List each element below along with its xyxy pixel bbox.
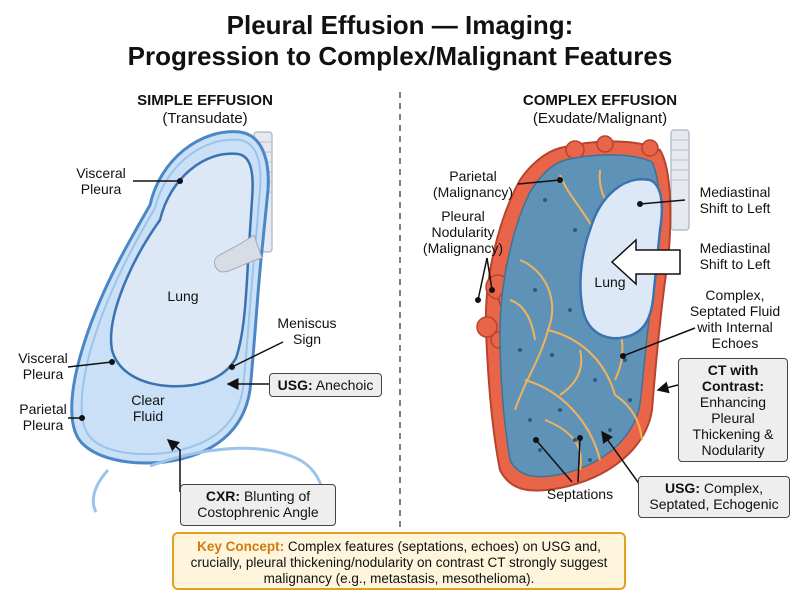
label-lung-left: Lung — [167, 288, 199, 304]
label-parietal-malignancy: Parietal (Malignancy) — [428, 168, 518, 200]
right-leader-lines — [475, 177, 696, 486]
label-line: (Malignancy) — [422, 240, 504, 256]
label-line: Mediastinal — [699, 184, 771, 200]
label-line: (Malignancy) — [432, 184, 514, 200]
label-line: Shift to Left — [699, 256, 771, 272]
label-line: Pleura — [22, 417, 64, 433]
label-complex-septated-fluid: Complex, Septated Fluid with Internal Ec… — [675, 287, 795, 351]
usg-anechoic-box: USG: Anechoic — [269, 373, 382, 397]
left-subheading: (Transudate) — [162, 110, 248, 127]
box-bold: CT with — [707, 362, 759, 378]
right-subheading: (Exudate/Malignant) — [532, 110, 668, 127]
label-line: Fluid — [132, 408, 164, 424]
box-text: Blunting of — [240, 488, 311, 504]
simple-effusion-illustration — [70, 130, 328, 513]
label-lung-right: Lung — [594, 274, 626, 290]
label-meniscus-sign: Meniscus Sign — [272, 315, 342, 347]
mediastinal-shift-arrow — [610, 238, 681, 286]
cxr-blunting-box: CXR: Blunting of Costophrenic Angle — [180, 484, 336, 526]
label-line: Visceral — [76, 165, 126, 181]
label-line: Parietal — [449, 168, 497, 184]
label-line: Mediastinal — [699, 240, 771, 256]
left-panel-heading: SIMPLE EFFUSION (Transudate) — [55, 92, 355, 128]
label-line: with Internal — [697, 319, 773, 335]
right-heading: COMPLEX EFFUSION — [522, 92, 678, 109]
usg-complex-box: USG: Complex, Septated, Echogenic — [638, 476, 790, 518]
label-visceral-pleura-top: Visceral Pleura — [66, 165, 136, 197]
box-line: Pleural — [711, 410, 755, 426]
label-line: Pleura — [22, 366, 64, 382]
label-clear-fluid: Clear Fluid — [118, 392, 178, 424]
box-line: Enhancing — [699, 394, 767, 410]
complex-effusion-illustration — [476, 129, 690, 492]
label-line: Echoes — [711, 335, 759, 351]
label-septations: Septations — [546, 486, 614, 502]
box-text: Anechoic — [312, 377, 374, 393]
ct-contrast-box: CT with Contrast: Enhancing Pleural Thic… — [678, 358, 788, 462]
box-bold: USG: — [664, 480, 700, 496]
label-line: Meniscus — [277, 315, 337, 331]
label-visceral-pleura-side: Visceral Pleura — [8, 350, 78, 382]
box-bold: USG: — [277, 377, 313, 393]
label-line: Pleura — [80, 181, 122, 197]
label-line: Shift to Left — [699, 200, 771, 216]
box-bold: Contrast: — [701, 378, 765, 394]
box-line: Thickening & — [692, 426, 774, 442]
left-heading: SIMPLE EFFUSION — [137, 92, 273, 109]
label-line: Nodularity — [431, 224, 495, 240]
label-line: Complex, — [705, 287, 765, 303]
label-line: Parietal — [19, 401, 67, 417]
key-concept-label: Key Concept: — [197, 539, 285, 554]
key-concept-text: Complex features (septations, echoes) on… — [190, 539, 608, 586]
box-line: Nodularity — [701, 442, 765, 458]
label-pleural-nodularity: Pleural Nodularity (Malignancy) — [418, 208, 508, 256]
right-panel-heading: COMPLEX EFFUSION (Exudate/Malignant) — [450, 92, 750, 128]
label-line: Sign — [292, 331, 322, 347]
key-concept-box: Key Concept: Complex features (septation… — [172, 532, 626, 590]
title-line-2: Progression to Complex/Malignant Feature… — [127, 41, 673, 71]
left-leader-lines — [67, 178, 284, 492]
label-mediastinal-shift-1: Mediastinal Shift to Left — [685, 184, 785, 216]
label-line: Septated Fluid — [689, 303, 781, 319]
box-line-2: Costophrenic Angle — [197, 504, 319, 520]
box-bold: CXR: — [205, 488, 241, 504]
label-line: Visceral — [18, 350, 68, 366]
box-text: Complex, — [699, 480, 764, 496]
label-line: Pleural — [441, 208, 485, 224]
box-line-2: Septated, Echogenic — [649, 496, 779, 512]
label-parietal-pleura-left: Parietal Pleura — [8, 401, 78, 433]
label-mediastinal-shift-2: Mediastinal Shift to Left — [685, 240, 785, 272]
label-line: Clear — [131, 392, 165, 408]
diagram-title: Pleural Effusion — Imaging: Progression … — [0, 10, 800, 72]
lung-left — [109, 152, 254, 388]
title-line-1: Pleural Effusion — Imaging: — [226, 10, 574, 40]
